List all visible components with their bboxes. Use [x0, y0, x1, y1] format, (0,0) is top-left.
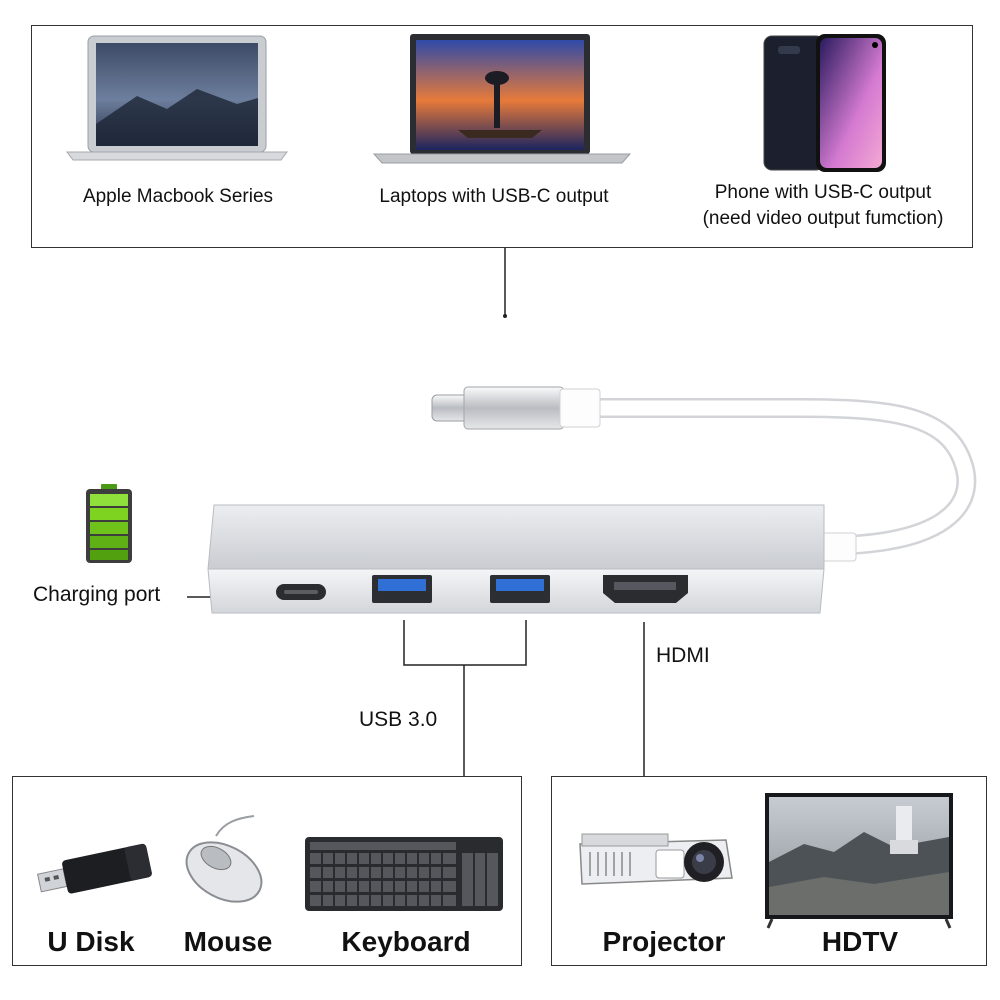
usb3-label: USB 3.0	[359, 708, 438, 731]
hdmi-label: HDMI	[656, 644, 710, 667]
usb-c-hub-image	[207, 386, 977, 614]
phone-label-line1: Phone with USB-C output	[714, 182, 932, 203]
keyboard-label: Keyboard	[341, 926, 471, 957]
macbook-label: Apple Macbook Series	[82, 186, 274, 207]
keyboard-icon	[305, 837, 503, 911]
u-disk-label: U Disk	[47, 926, 135, 957]
usb-disk-icon	[37, 843, 152, 894]
laptop-label: Laptops with USB-C output	[379, 186, 609, 207]
hdtv-label: HDTV	[821, 926, 899, 957]
macbook-image	[66, 35, 288, 161]
battery-icon	[86, 484, 132, 563]
laptop-image	[372, 34, 632, 164]
phone-label-line2: (need video output fumction)	[702, 208, 944, 229]
tv-icon	[765, 793, 953, 929]
mouse-label: Mouse	[183, 926, 273, 957]
mouse-icon	[185, 815, 263, 903]
charging-port-label: Charging port	[33, 583, 161, 606]
projector-label: Projector	[602, 926, 726, 957]
phone-image	[763, 34, 886, 172]
projector-icon	[579, 833, 733, 885]
